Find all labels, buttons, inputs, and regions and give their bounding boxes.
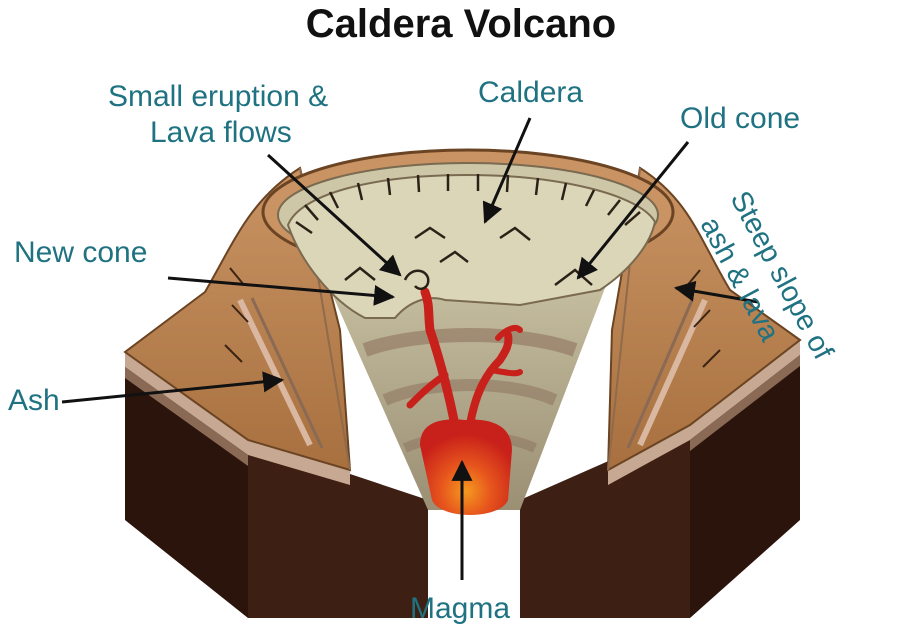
label-new-cone: New cone (14, 236, 148, 269)
arrow-new-cone (167, 276, 396, 306)
caldera-floor (286, 173, 657, 319)
label-ash: Ash (8, 384, 60, 417)
arrow-ash (61, 371, 285, 404)
label-arrows (61, 117, 759, 580)
label-small-eruption-line1: Small eruption & (108, 80, 329, 113)
label-magma: Magma (410, 592, 511, 625)
label-caldera: Caldera (478, 76, 584, 109)
label-old-cone: Old cone (680, 102, 801, 135)
arrow-old-cone (576, 141, 690, 280)
diagram-title: Caldera Volcano (305, 2, 617, 46)
arrow-steep-slope (673, 280, 759, 304)
arrow-small-eruption (266, 153, 402, 277)
label-small-eruption-line2: Lava flows (150, 116, 292, 149)
arrow-caldera (482, 117, 532, 224)
